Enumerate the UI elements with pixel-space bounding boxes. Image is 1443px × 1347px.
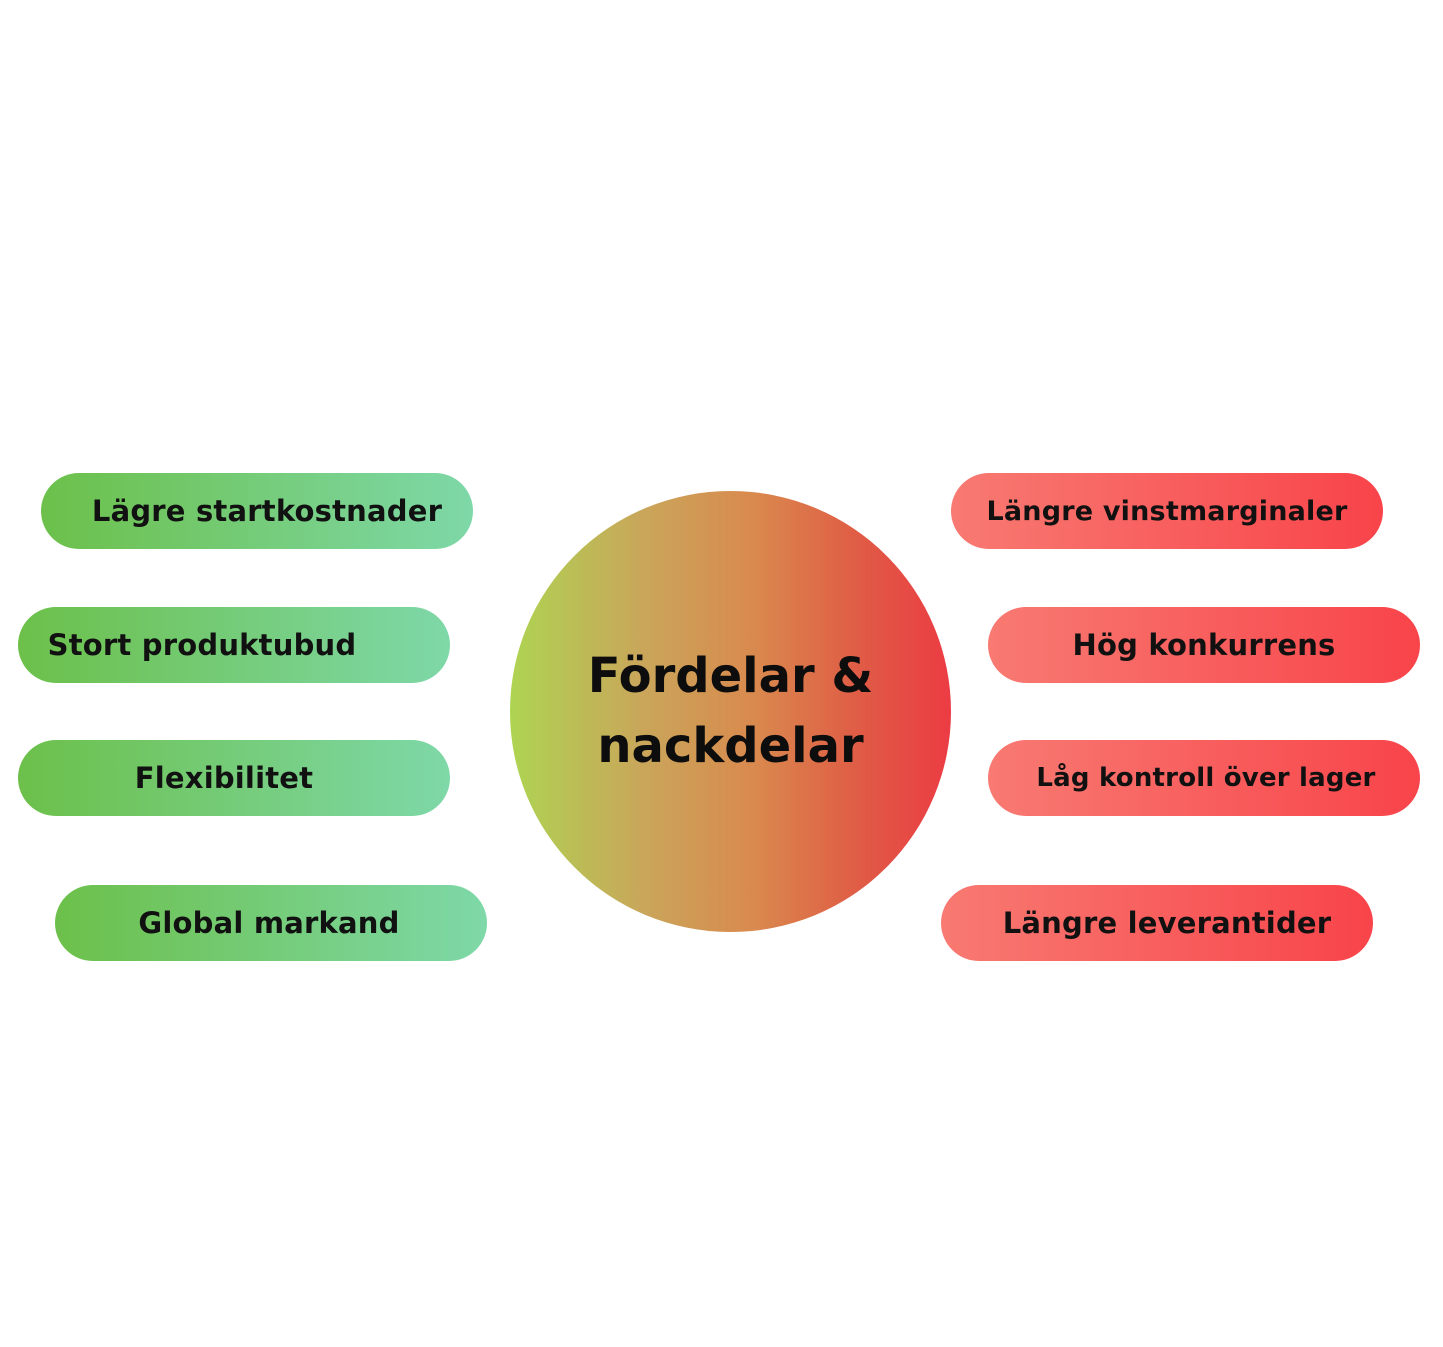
con-item-low-inventory-control: Låg kontroll över lager	[988, 740, 1420, 816]
pro-item-label: Global markand	[138, 906, 400, 940]
pro-item-large-product-range: Stort produktubud	[18, 607, 450, 683]
pro-item-label: Lägre startkostnader	[91, 494, 443, 528]
pro-item-label: Flexibilitet	[134, 761, 314, 795]
con-item-high-competition: Hög konkurrens	[988, 607, 1420, 683]
con-item-label: Längre vinstmarginaler	[986, 495, 1348, 527]
center-title: Fördelar & nackdelar	[587, 647, 874, 774]
pro-item-label: Stort produktubud	[47, 628, 357, 662]
con-item-longer-delivery-times: Längre leverantider	[941, 885, 1373, 961]
con-item-longer-profit-margins: Längre vinstmarginaler	[951, 473, 1383, 549]
pro-item-global-market: Global markand	[55, 885, 487, 961]
con-item-label: Längre leverantider	[1002, 906, 1332, 940]
pro-item-lower-startup-costs: Lägre startkostnader	[41, 473, 473, 549]
center-circle: Fördelar & nackdelar	[510, 491, 951, 932]
pro-item-flexibility: Flexibilitet	[18, 740, 450, 816]
con-item-label: Låg kontroll över lager	[1036, 763, 1376, 793]
con-item-label: Hög konkurrens	[1072, 628, 1336, 662]
